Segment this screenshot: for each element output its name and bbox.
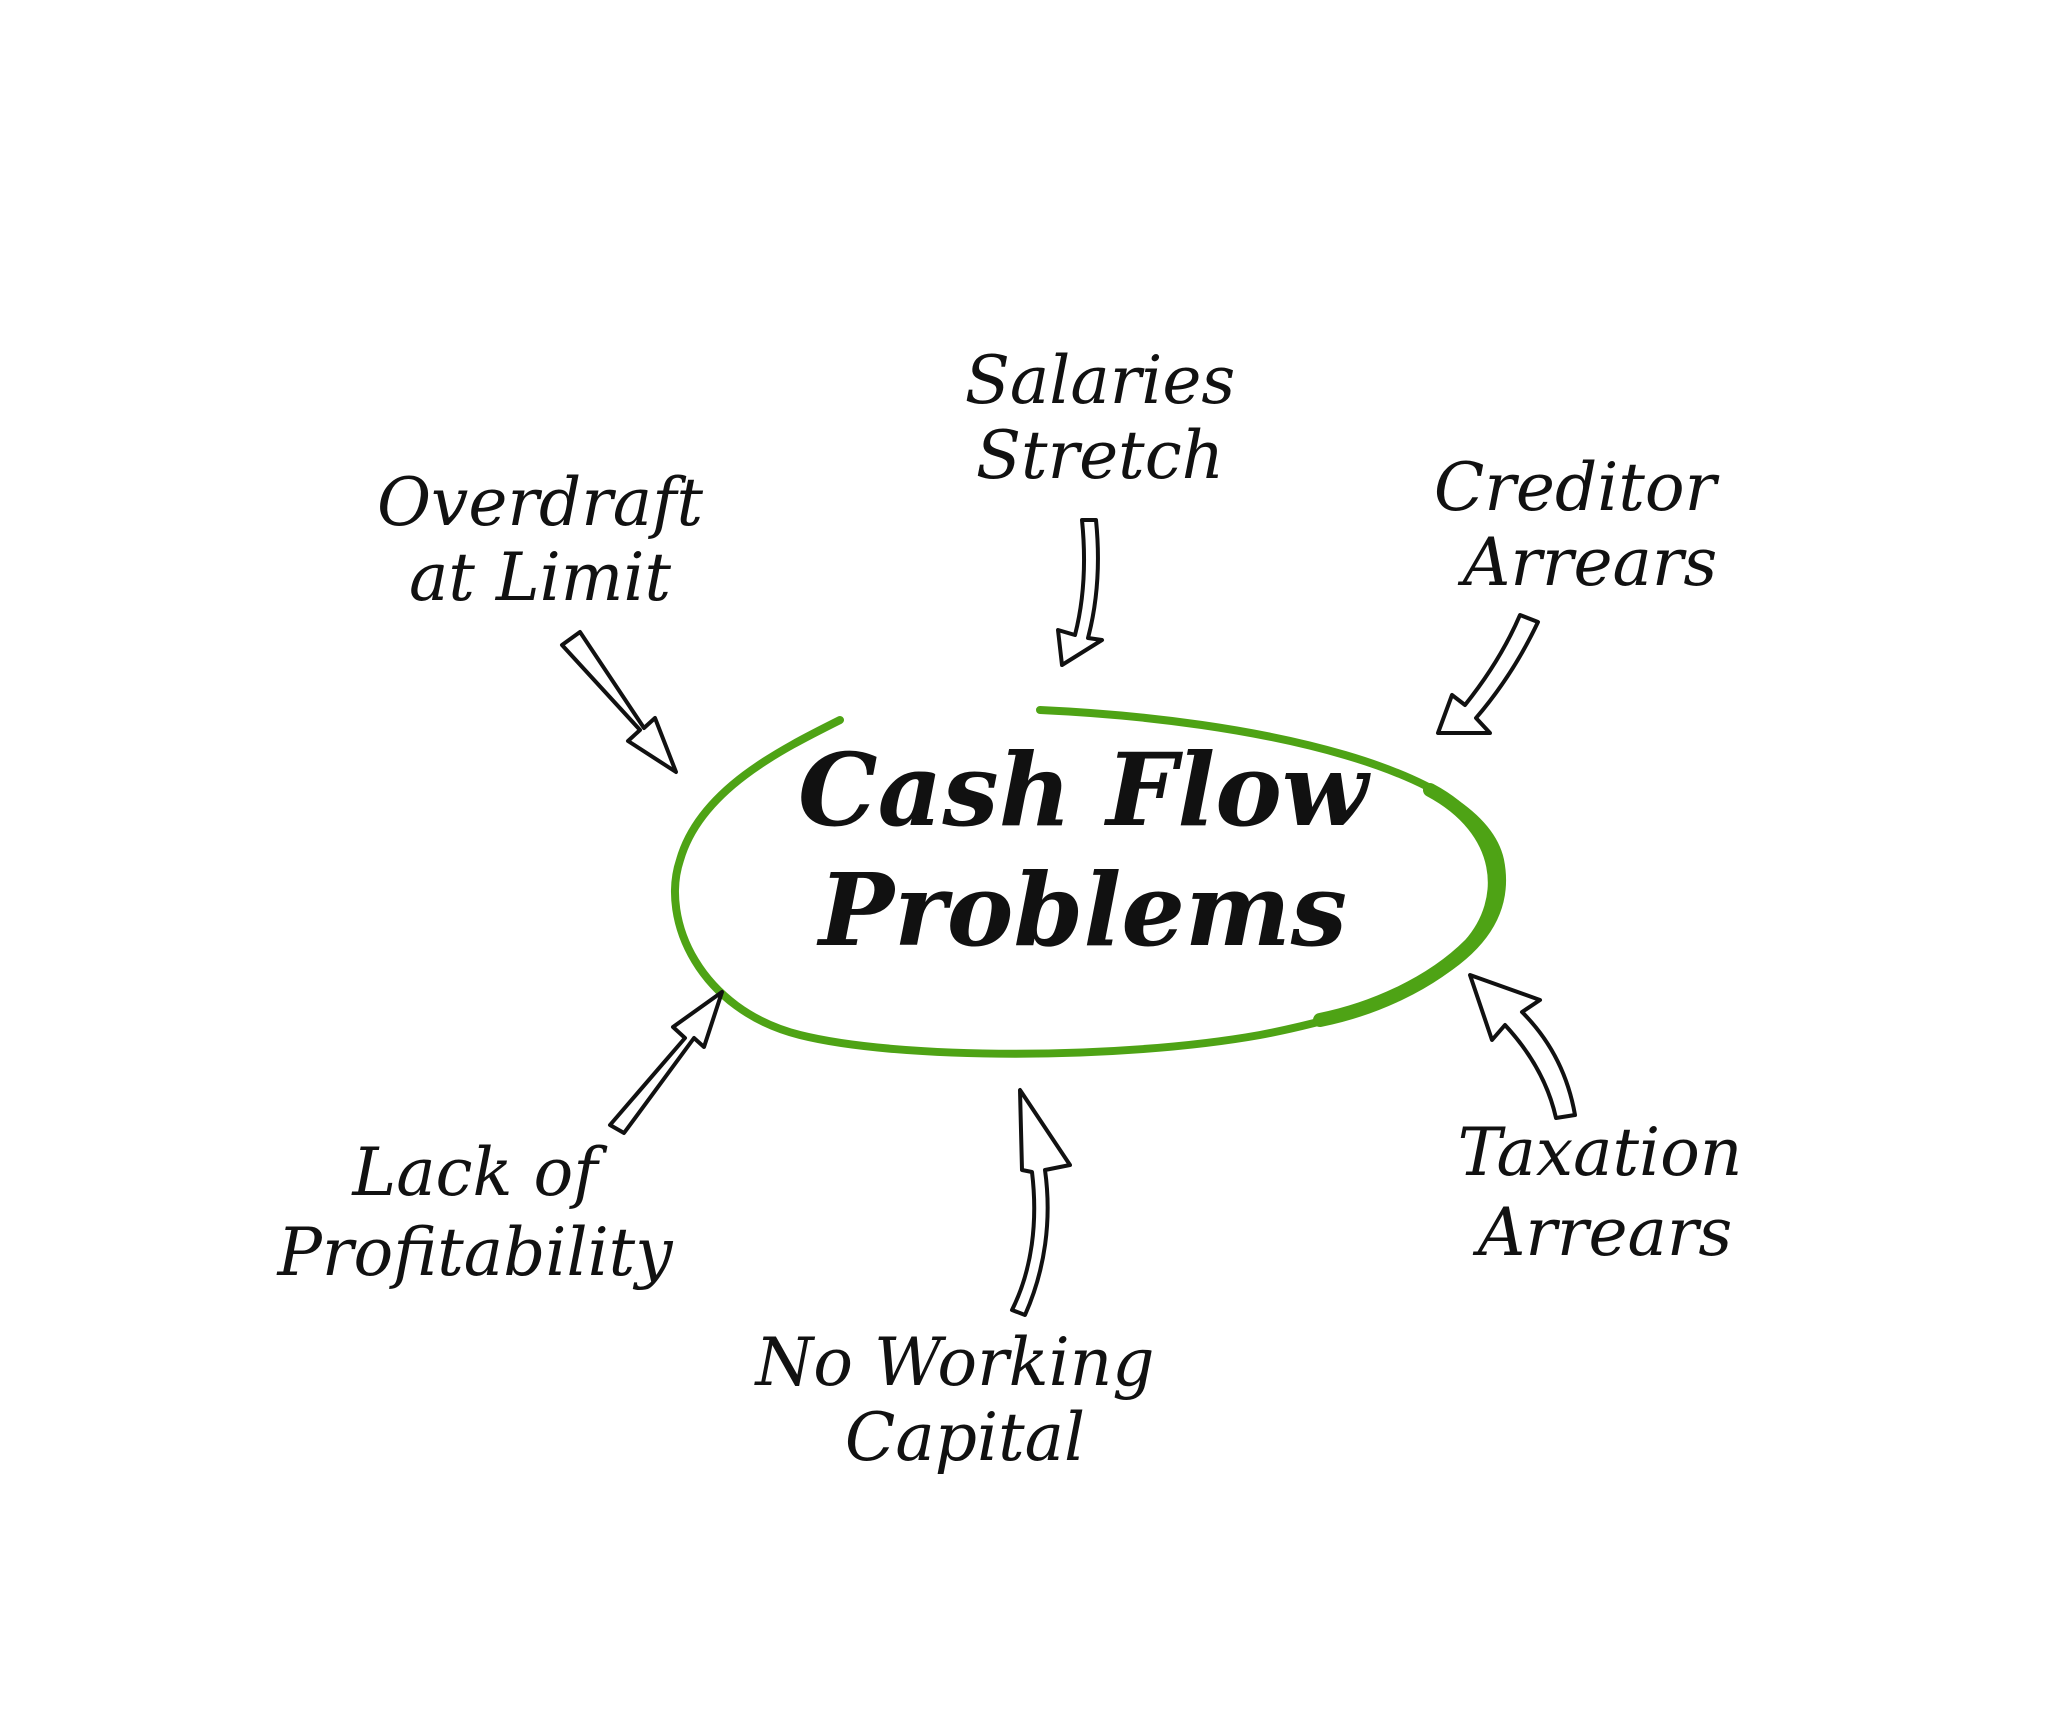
cause-creditor-line2: Arrears — [1457, 524, 1718, 601]
cause-salaries-line1: Salaries — [965, 342, 1236, 419]
cause-salaries-line2: Stretch — [976, 417, 1224, 494]
arrow-working-icon — [1010, 1088, 1072, 1317]
arrow-overdraft-icon — [560, 630, 678, 774]
center-ellipse-stroke-thick — [1313, 783, 1502, 1027]
cause-overdraft-line1: Overdraft — [377, 464, 704, 541]
center-title-line1: Cash Flow — [798, 731, 1371, 849]
cause-taxation-line2: Arrears — [1472, 1194, 1733, 1271]
arrow-taxation-icon — [1468, 973, 1577, 1120]
cause-working-line2: Capital — [845, 1399, 1085, 1476]
arrow-creditor-icon — [1436, 613, 1540, 735]
arrow-profitability-icon — [608, 990, 724, 1135]
cause-creditor-line1: Creditor — [1434, 449, 1720, 526]
cause-profitability-line1: Lack of — [351, 1134, 608, 1211]
cause-profitability-line2: Profitability — [277, 1214, 674, 1291]
cause-working-line1: No Working — [754, 1324, 1155, 1401]
center-title-line2: Problems — [816, 851, 1347, 969]
center-ellipse — [671, 706, 1506, 1058]
cause-overdraft-line2: at Limit — [409, 539, 671, 616]
cause-taxation-line1: Taxation — [1458, 1114, 1743, 1191]
arrow-salaries-icon — [1056, 518, 1104, 667]
